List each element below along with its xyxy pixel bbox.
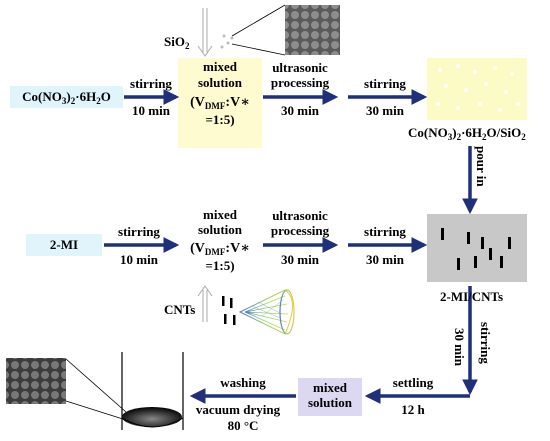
final-mixed-solution-box — [298, 378, 362, 416]
product-beaker — [121, 352, 184, 430]
sio2-particles-icon — [220, 34, 234, 49]
row1-mixed-ratio: (VDMF:V∗ — [190, 95, 250, 111]
cnts-label: CNTs — [164, 302, 196, 317]
cobalt-nitrate-box: Co(NO3)2·6H2O — [10, 86, 123, 108]
row1-step1-bottom: 10 min — [132, 103, 170, 118]
sio2-feed-arrow — [197, 8, 213, 57]
row1-step1-top: stirring — [130, 76, 172, 91]
cnt-bars-icon — [441, 228, 511, 270]
sio2-sem-image — [285, 5, 340, 55]
row1-step2-top2: processing — [270, 75, 330, 90]
row1-mixed-line1: mixed — [203, 59, 237, 74]
temperature-label: 80 °C — [227, 418, 259, 433]
row2-step1-bottom: 10 min — [120, 252, 158, 267]
down-stirring-label: stirring — [478, 322, 493, 364]
row2-step3-top: stirring — [364, 224, 406, 239]
row1-step3-bottom: 30 min — [366, 103, 404, 118]
pour-in-label: pour in — [474, 146, 489, 187]
row2-mixed-line2: solution — [197, 222, 243, 237]
vacuum-drying-label: vacuum drying — [195, 402, 281, 417]
row2-step2-bottom: 30 min — [281, 252, 319, 267]
co-sio2-result-box — [427, 58, 527, 120]
sio2-label: SiO2 — [164, 34, 190, 51]
settling-time-label: 12 h — [401, 402, 425, 417]
settling-label: settling — [392, 375, 434, 390]
cnt-cone-icon — [238, 289, 295, 335]
washing-label: washing — [220, 375, 266, 390]
row1-step2-bottom: 30 min — [281, 103, 319, 118]
row1-mixed-line2: solution — [197, 75, 243, 90]
row2-step2-top2: processing — [270, 223, 330, 238]
row2-step3-bottom: 30 min — [366, 252, 404, 267]
row1-mixed-ratio-end: =1:5) — [205, 112, 235, 127]
cobalt-nitrate-label: Co(NO3)2·6H2O — [22, 89, 111, 106]
row2-mixed-line1: mixed — [203, 207, 237, 222]
2-mi-box: 2-MI — [26, 234, 102, 256]
row2-step2-top1: ultrasonic — [272, 208, 328, 223]
row1-step2-top1: ultrasonic — [272, 60, 328, 75]
cnts-feed-arrow — [197, 285, 213, 322]
row2-mixed-ratio: (VDMF:V∗ — [190, 241, 250, 257]
mixed-solution-box-1 — [178, 58, 262, 148]
final-mixed-line2: solution — [307, 395, 353, 410]
product-sem-image — [6, 358, 66, 404]
row2-mixed-ratio-end: =1:5) — [205, 258, 235, 273]
2-mi-cnts-product-label: 2-MI/CNTs — [440, 289, 504, 304]
row1-step3-top: stirring — [364, 76, 406, 91]
final-mixed-line1: mixed — [313, 380, 347, 395]
co-sio2-product-label: Co(NO3)2·6H2O/SiO2 — [408, 125, 526, 142]
down-30min-label: 30 min — [452, 328, 467, 366]
2-mi-label: 2-MI — [49, 237, 79, 252]
cnts-small-bars-icon — [222, 296, 236, 325]
sio2-dispersion-dots — [436, 64, 520, 112]
row2-step1-top: stirring — [118, 224, 160, 239]
